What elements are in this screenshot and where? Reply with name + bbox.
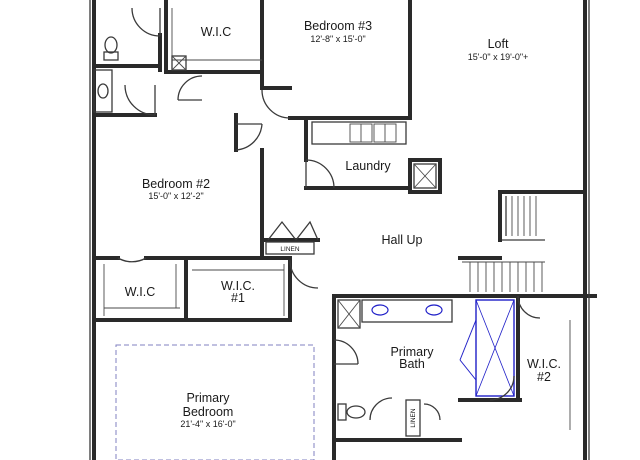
wic1-label: W.I.C. (221, 279, 255, 293)
doors (117, 7, 541, 421)
shower-icon (459, 299, 515, 397)
room-labels: W.I.C Bedroom #3 12'-8" x 15'-0" Loft 15… (125, 19, 561, 429)
bedroom2-dims: 15'-0" x 12'-2" (148, 191, 203, 201)
primary-bedroom-dims: 21'-4" x 16'-0" (180, 419, 235, 429)
wic2-number: #2 (537, 370, 551, 384)
walls (89, 0, 597, 460)
wic-top-label: W.I.C (201, 25, 232, 39)
primary-bedroom-label: Primary (186, 391, 230, 405)
wic2-label: W.I.C. (527, 357, 561, 371)
primary-bath-label-2: Bath (399, 357, 425, 371)
stairs (462, 196, 545, 292)
loft-label: Loft (488, 37, 509, 51)
linen-hall-label: LINEN (280, 246, 299, 253)
fixtures (93, 8, 571, 460)
toilet-icon (337, 403, 366, 421)
primary-bath-label: Primary (390, 345, 434, 359)
bedroom3-dims: 12'-8" x 15'-0" (310, 34, 365, 44)
bedroom3-label: Bedroom #3 (304, 19, 372, 33)
wic1-number: #1 (231, 291, 245, 305)
sink-icon (93, 69, 113, 113)
sink-icon (371, 304, 389, 316)
sink-icon (425, 304, 443, 316)
toilet-icon (103, 36, 119, 61)
primary-bedroom-label-2: Bedroom (183, 405, 234, 419)
tray-ceiling (115, 344, 315, 460)
linen-bath-label: LINEN (410, 408, 417, 427)
bedroom2-label: Bedroom #2 (142, 177, 210, 191)
hall-up-label: Hall Up (382, 233, 423, 247)
laundry-label: Laundry (345, 159, 391, 173)
wic-left-label: W.I.C (125, 285, 156, 299)
loft-dims: 15'-0" x 19'-0"+ (468, 52, 529, 62)
